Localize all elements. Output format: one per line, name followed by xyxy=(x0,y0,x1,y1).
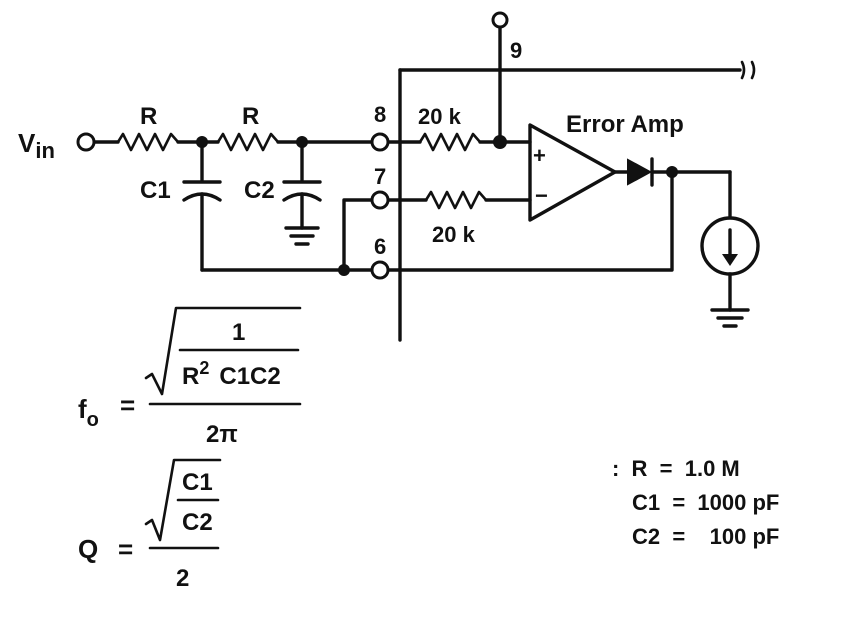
value-c2: C2 = 100 pF xyxy=(632,524,780,549)
svg-text:Q: Q xyxy=(78,534,98,564)
svg-text:2π: 2π xyxy=(206,421,238,448)
r1-label: R xyxy=(140,103,157,130)
input-network xyxy=(93,132,374,272)
pin9-label: 9 xyxy=(510,38,522,63)
amp-plus-sign: + xyxy=(533,143,546,168)
ground-icon xyxy=(284,226,320,246)
resistor-20k-bottom xyxy=(424,190,488,210)
value-r: : R = 1.0 M xyxy=(612,456,740,481)
resistor-r2 xyxy=(216,132,280,152)
pin6-label: 6 xyxy=(374,234,386,259)
terminal-pin7 xyxy=(370,190,390,210)
error-amp-triangle xyxy=(528,123,617,222)
svg-text:2: 2 xyxy=(176,565,189,592)
c1-label: C1 xyxy=(140,177,171,204)
resistor-20k-top xyxy=(418,132,482,152)
amp-minus-sign: − xyxy=(535,183,548,208)
resistor-20k-top-label: 20 k xyxy=(418,104,462,129)
terminal-pin6 xyxy=(370,260,390,280)
pin7-label: 7 xyxy=(374,164,386,189)
component-values: : R = 1.0 M C1 = 1000 pF C2 = 100 pF xyxy=(612,452,779,554)
value-c1: C1 = 1000 pF xyxy=(632,490,780,515)
ground-icon xyxy=(710,308,750,328)
formula-q: Q = C1 C2 2 xyxy=(78,458,222,592)
c2-label: C2 xyxy=(244,177,275,204)
internal-network xyxy=(386,123,760,328)
terminal-pin8 xyxy=(370,132,390,152)
terminal-vin xyxy=(76,132,96,152)
top-bus xyxy=(398,26,756,342)
pin8-label: 8 xyxy=(374,102,386,127)
r2-label: R xyxy=(242,103,259,130)
junction-dots xyxy=(196,135,678,276)
svg-text:1: 1 xyxy=(232,319,245,346)
resistor-20k-bottom-label: 20 k xyxy=(432,222,476,247)
terminal-pin9 xyxy=(491,11,509,29)
svg-text:C2: C2 xyxy=(182,509,213,536)
svg-text:fo: fo xyxy=(78,394,99,431)
diode-icon xyxy=(627,157,654,187)
svg-text:=: = xyxy=(118,534,133,564)
vin-label: Vin xyxy=(18,128,55,163)
resistor-r1 xyxy=(116,132,180,152)
svg-text:C1: C1 xyxy=(182,469,213,496)
svg-text:=: = xyxy=(120,390,135,420)
error-amp-label: Error Amp xyxy=(566,111,684,138)
current-source-icon xyxy=(700,216,760,276)
